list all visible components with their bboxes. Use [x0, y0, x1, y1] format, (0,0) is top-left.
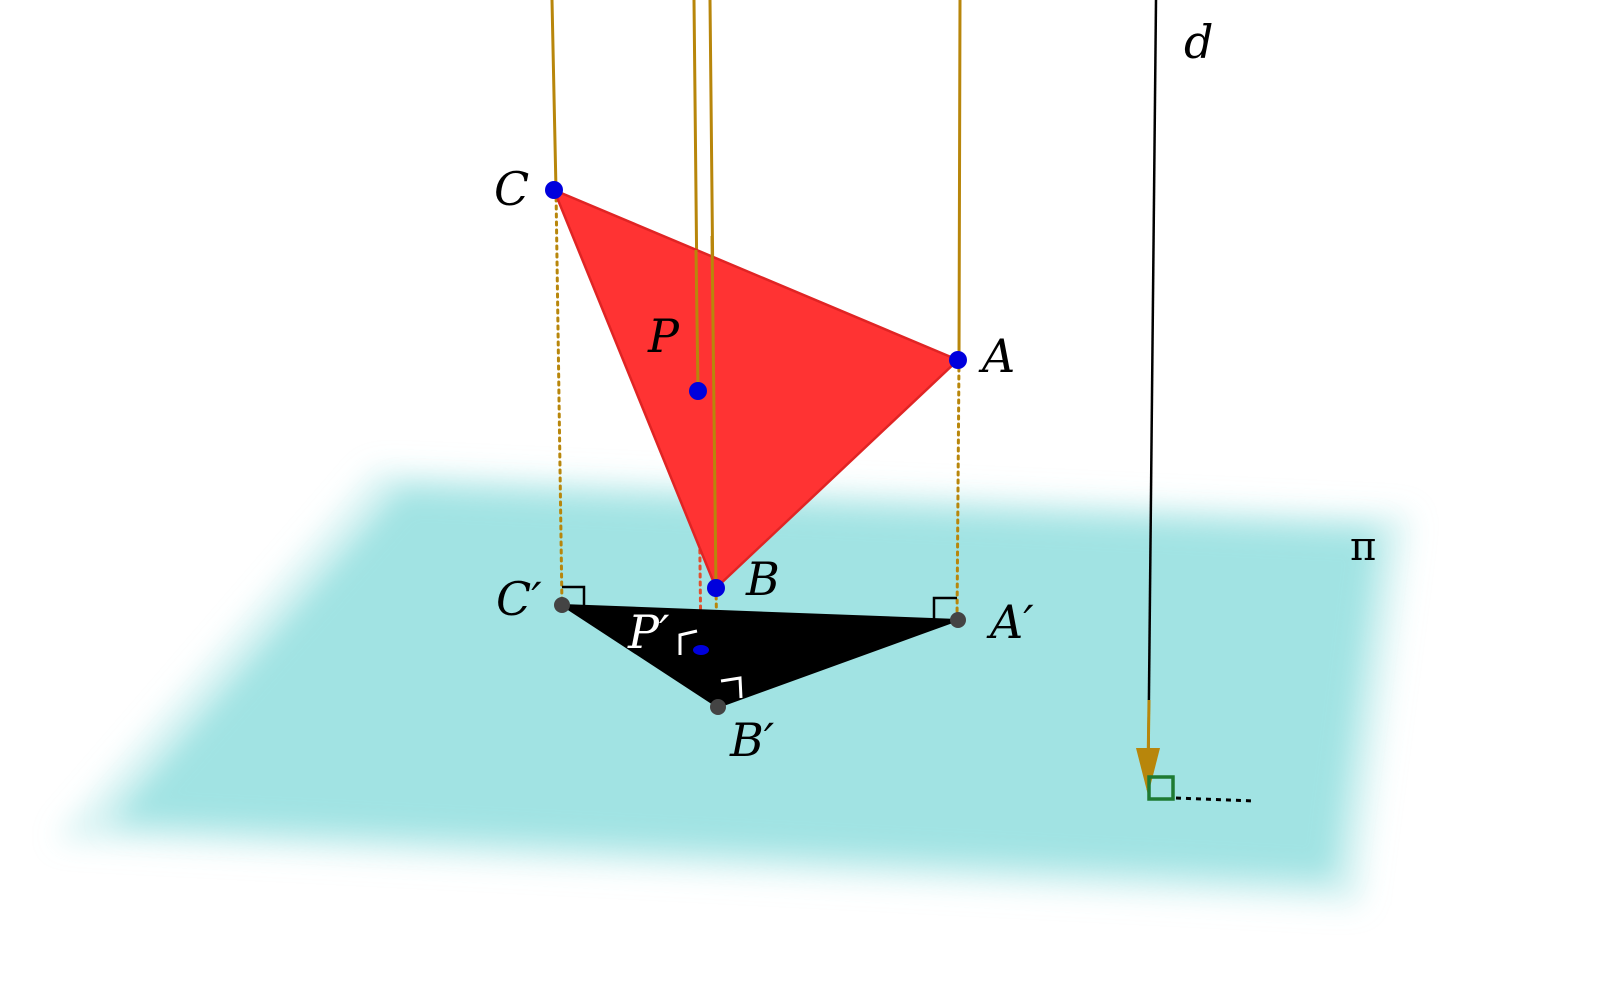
shadow-triangle	[558, 603, 959, 709]
point-a-prime	[950, 612, 966, 628]
line-d	[1146, 0, 1158, 791]
point-b	[707, 579, 725, 597]
label-c-prime: C′	[496, 572, 542, 626]
direction-arrow-head	[1136, 748, 1160, 795]
point-b-prime	[710, 699, 726, 715]
dotted-line-on-plane	[1175, 796, 1256, 803]
label-a-prime: A′	[986, 595, 1034, 649]
point-p	[689, 382, 707, 400]
projection-line-b-over-triangle	[710, 235, 718, 589]
projection-line-p-over-triangle	[694, 249, 700, 391]
right-angle-marker-b-prime	[720, 676, 743, 699]
triangle-abc	[552, 188, 960, 590]
point-c-prime	[554, 597, 570, 613]
right-angle-marker-a-prime	[932, 596, 957, 619]
label-b-prime: B′	[729, 713, 775, 767]
label-d: d	[1184, 15, 1213, 69]
label-pi: π	[1350, 524, 1376, 570]
label-c: C	[494, 162, 529, 216]
projection-line-c-dotted	[554, 188, 564, 608]
label-b: B	[745, 552, 780, 606]
right-angle-marker-d	[1147, 775, 1175, 801]
label-p: P	[647, 309, 680, 363]
projection-line-a	[957, 0, 962, 362]
point-a	[949, 351, 967, 369]
point-p-prime	[693, 645, 709, 655]
projection-line-c	[550, 0, 558, 192]
label-a: A	[978, 329, 1015, 383]
right-angle-marker-p-prime	[678, 629, 698, 655]
right-angle-marker-c-prime	[562, 585, 586, 606]
projection-line-a-dotted	[955, 358, 961, 622]
label-p-prime: P′	[627, 605, 670, 659]
point-c	[545, 181, 563, 199]
